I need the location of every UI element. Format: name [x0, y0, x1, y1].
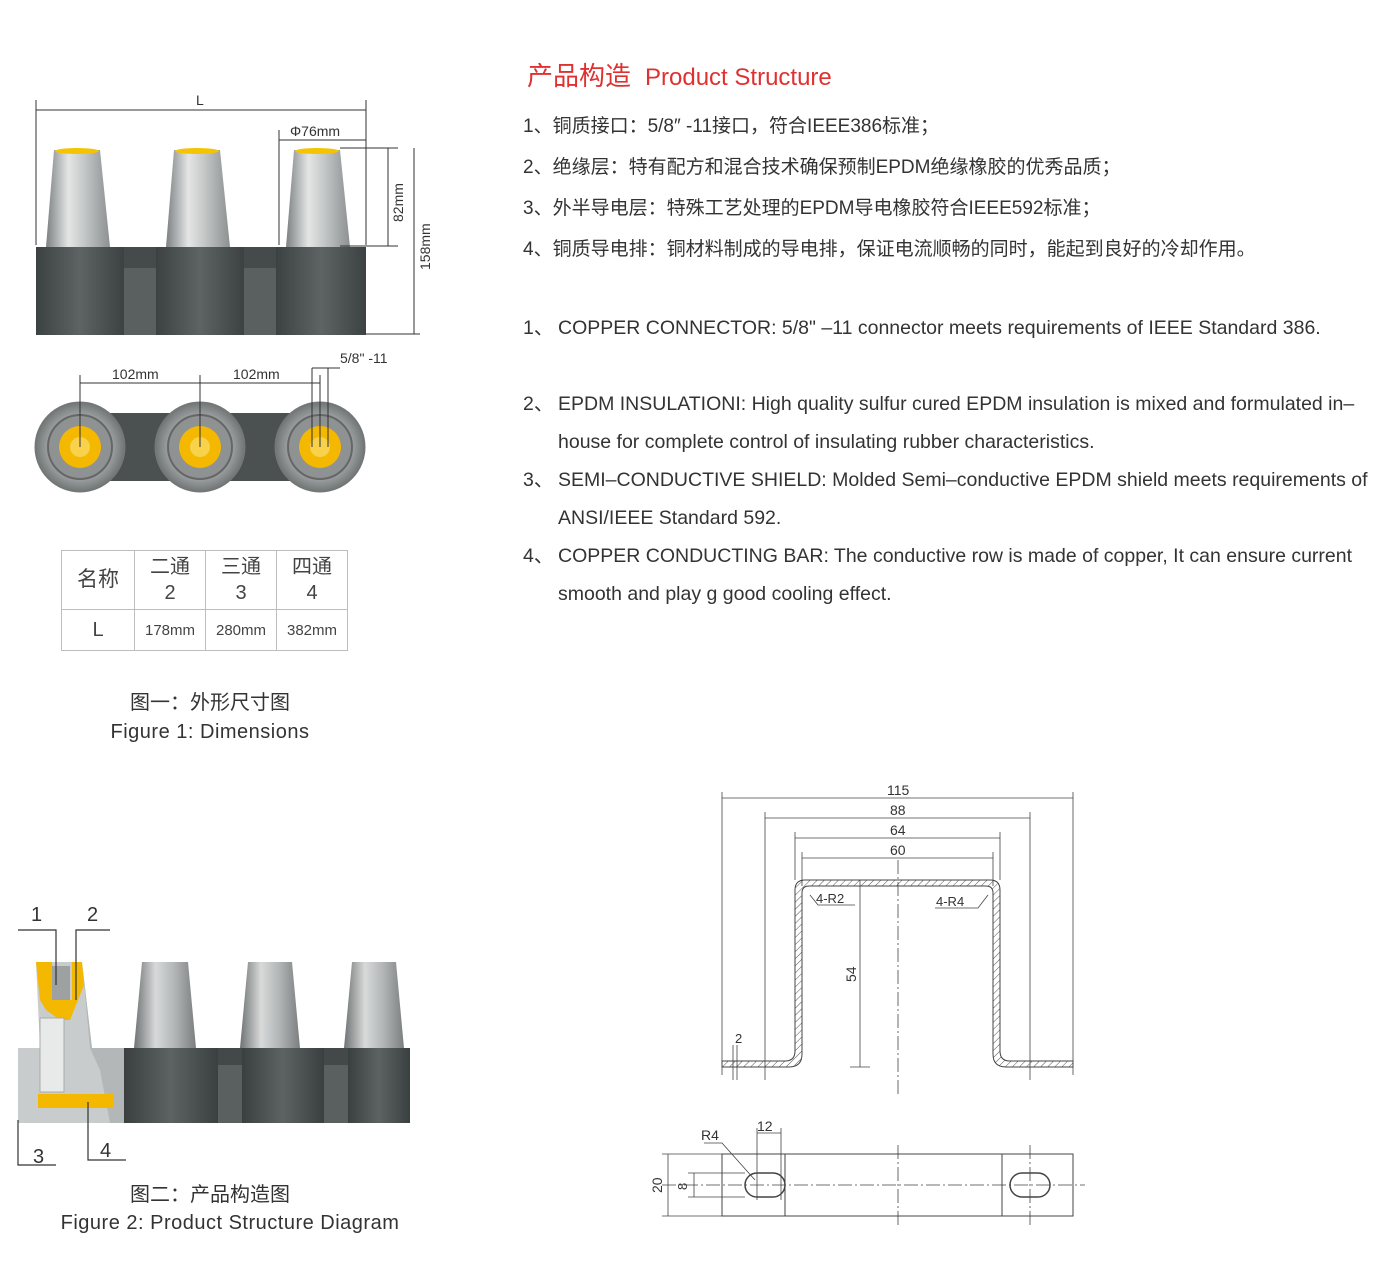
structure-title-zh: 产品构造: [527, 61, 632, 91]
structure-item-en-1: 1、 COPPER CONNECTOR: 5/8" –11 connector …: [523, 309, 1383, 347]
figure1-caption-zh: 图一：外形尺寸图: [130, 692, 290, 714]
structure-item-en-4: 4、 COPPER CONDUCTING BAR: The conductive…: [523, 537, 1383, 613]
callout-1-label: 1: [31, 904, 42, 926]
size-table-cell: 280mm: [205, 609, 277, 651]
structure-title: 产品构造 Product Structure: [527, 56, 832, 93]
structure-item-zh-3: 3、外半导电层：特殊工艺处理的EPDM导电橡胶符合IEEE592标准；: [523, 198, 1101, 219]
side-dimension-lines: [35, 100, 420, 335]
dim-spacing-1-label: 102mm: [112, 366, 159, 382]
dim-20: 20: [649, 1177, 665, 1193]
size-table-row-label: L: [61, 609, 135, 651]
dim-height-total-label: 158mm: [417, 223, 433, 270]
structure-item-en-3: 3、 SEMI–CONDUCTIVE SHIELD: Molded Semi–c…: [523, 461, 1383, 537]
callout-3-label: 3: [33, 1146, 44, 1168]
callout-lines: [17, 929, 126, 1166]
item-number: 2、: [523, 393, 554, 415]
dim-88: 88: [890, 802, 906, 818]
item-number: 1、: [523, 317, 554, 339]
plan-dimension-lines: [662, 1128, 1085, 1225]
top-dimension-lines: [79, 367, 340, 447]
callout-4-label: 4: [100, 1140, 111, 1162]
dim-R4: R4: [701, 1127, 719, 1143]
callout-2-label: 2: [87, 904, 98, 926]
size-table-cell: 382mm: [276, 609, 348, 651]
structure-item-en-2: 2、 EPDM INSULATIONI: High quality sulfur…: [523, 385, 1383, 461]
dim-thickness: 2: [735, 1031, 742, 1046]
structure-title-en: Product Structure: [645, 64, 832, 91]
profile-dimension-lines: [721, 792, 1074, 1095]
item-text: EPDM INSULATIONI: High quality sulfur cu…: [558, 393, 1355, 453]
item-text: SEMI–CONDUCTIVE SHIELD: Molded Semi–cond…: [558, 469, 1368, 529]
dim-12: 12: [757, 1118, 773, 1134]
structure-item-zh-2: 2、绝缘层：特有配方和混合技术确保预制EPDM绝缘橡胶的优秀品质；: [523, 157, 1121, 178]
dim-diameter-label: Φ76mm: [290, 123, 340, 139]
dim-60: 60: [890, 842, 906, 858]
copper-bar-drawing: 115 88 64 60 4-R2 4-R4 54 2 R4 12 20 8: [649, 782, 1085, 1225]
dimensions-figure: L Φ76mm 82mm 158mm 102: [34, 92, 433, 493]
elbow-side-view: [36, 148, 366, 335]
item-number: 4、: [523, 545, 554, 567]
dim-115: 115: [887, 782, 910, 798]
dim-8: 8: [675, 1183, 690, 1190]
item-text: COPPER CONNECTOR: 5/8" –11 connector mee…: [558, 317, 1321, 339]
figure1-caption-en: Figure 1: Dimensions: [110, 721, 310, 743]
size-table-header-label: 名称: [61, 550, 135, 610]
dim-L-label: L: [196, 92, 204, 108]
dim-64: 64: [890, 822, 906, 838]
item-text: COPPER CONDUCTING BAR: The conductive ro…: [558, 545, 1353, 605]
dim-thread-label: 5/8" -11: [340, 350, 388, 366]
radius-left-label: 4-R2: [816, 891, 844, 906]
size-table-cell: 178mm: [134, 609, 206, 651]
radius-right-label: 4-R4: [936, 894, 964, 909]
dim-height-top-label: 82mm: [390, 183, 406, 222]
size-table-L-row: L 178mm 280mm 382mm: [61, 609, 348, 651]
structure-item-zh-1: 1、铜质接口：5/8″ -11接口，符合IEEE386标准；: [523, 116, 940, 137]
figure2-caption-zh: 图二：产品构造图: [130, 1184, 290, 1206]
figure2-caption-en: Figure 2: Product Structure Diagram: [60, 1212, 400, 1234]
elbow-cutaway: [18, 962, 410, 1123]
structure-diagram: 1 2 3 4: [17, 904, 410, 1168]
bar-profile: [721, 879, 1074, 1068]
item-number: 3、: [523, 469, 554, 491]
structure-item-zh-4: 4、铜质导电排：铜材料制成的导电排，保证电流顺畅的同时，能起到良好的冷却作用。: [523, 239, 1256, 260]
dim-spacing-2-label: 102mm: [233, 366, 280, 382]
dim-54: 54: [843, 966, 859, 982]
